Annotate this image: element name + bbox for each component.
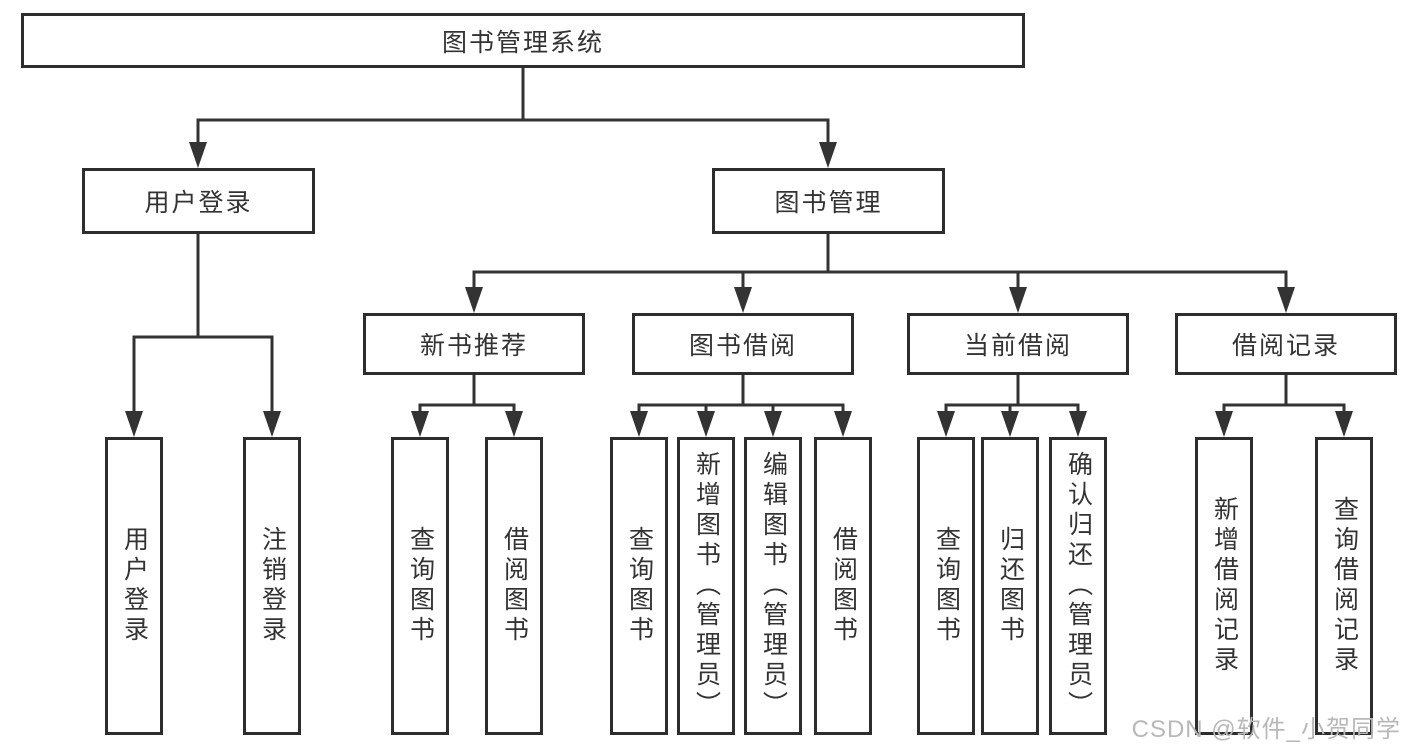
arrow-down-icon bbox=[819, 142, 837, 168]
arrow-down-icon bbox=[734, 287, 752, 313]
leaf-add-borrow-record: 新增借阅记录 bbox=[1195, 437, 1253, 735]
node-user-login: 用户登录 bbox=[82, 168, 315, 234]
node-new-book-recommend: 新书推荐 bbox=[363, 313, 585, 375]
arrowheads bbox=[125, 142, 1353, 437]
node-label: 新增图书（管理员） bbox=[692, 451, 721, 721]
node-label: 借阅图书 bbox=[500, 526, 529, 646]
leaf-return-book: 归还图书 bbox=[981, 437, 1039, 735]
arrow-down-icon bbox=[937, 411, 955, 437]
node-label: 图书管理系统 bbox=[441, 28, 604, 57]
arrow-down-icon bbox=[630, 411, 648, 437]
arrow-down-icon bbox=[1335, 411, 1353, 437]
watermark: CSDN @软件_小贺同学 bbox=[1131, 716, 1401, 743]
node-label: 借阅记录 bbox=[1231, 332, 1340, 360]
leaf-query-book: 查询图书 bbox=[391, 437, 449, 735]
node-label: 查询借阅记录 bbox=[1330, 496, 1359, 676]
arrow-down-icon bbox=[764, 411, 782, 437]
node-current-borrow: 当前借阅 bbox=[907, 313, 1129, 375]
node-root: 图书管理系统 bbox=[21, 13, 1025, 68]
leaf-edit-book-admin: 编辑图书（管理员） bbox=[744, 437, 802, 735]
arrow-down-icon bbox=[1277, 287, 1295, 313]
node-label: 当前借阅 bbox=[963, 332, 1072, 360]
arrow-down-icon bbox=[1009, 287, 1027, 313]
node-label: 借阅图书 bbox=[829, 526, 858, 646]
leaf-borrow-book: 借阅图书 bbox=[485, 437, 543, 735]
node-book-borrow: 图书借阅 bbox=[632, 313, 854, 375]
node-book-mgmt: 图书管理 bbox=[712, 168, 945, 234]
leaf-query-book: 查询图书 bbox=[917, 437, 975, 735]
node-label: 图书借阅 bbox=[688, 332, 797, 360]
arrow-down-icon bbox=[1069, 411, 1087, 437]
node-label: 编辑图书（管理员） bbox=[759, 451, 788, 721]
node-label: 归还图书 bbox=[996, 526, 1025, 646]
connector-lines bbox=[132, 66, 1346, 417]
arrow-down-icon bbox=[697, 411, 715, 437]
leaf-confirm-return-admin: 确认归还（管理员） bbox=[1049, 437, 1107, 735]
arrow-down-icon bbox=[263, 411, 281, 437]
node-label: 新增借阅记录 bbox=[1210, 496, 1239, 676]
arrow-down-icon bbox=[505, 411, 523, 437]
node-label: 查询图书 bbox=[406, 526, 435, 646]
node-label: 查询图书 bbox=[625, 526, 654, 646]
node-label: 用户登录 bbox=[120, 526, 149, 646]
node-label: 查询图书 bbox=[932, 526, 961, 646]
node-label: 注销登录 bbox=[258, 526, 287, 646]
arrow-down-icon bbox=[834, 411, 852, 437]
arrow-down-icon bbox=[189, 142, 207, 168]
leaf-add-book-admin: 新增图书（管理员） bbox=[677, 437, 735, 735]
leaf-borrow-book: 借阅图书 bbox=[814, 437, 872, 735]
arrow-down-icon bbox=[125, 411, 143, 437]
leaf-logout-login: 注销登录 bbox=[243, 437, 301, 735]
arrow-down-icon bbox=[1215, 411, 1233, 437]
arrow-down-icon bbox=[1001, 411, 1019, 437]
node-label: 用户登录 bbox=[144, 189, 253, 217]
node-label: 确认归还（管理员） bbox=[1064, 451, 1093, 721]
arrow-down-icon bbox=[411, 411, 429, 437]
node-label: 图书管理 bbox=[774, 189, 883, 217]
node-label: 新书推荐 bbox=[419, 332, 528, 360]
leaf-user-login: 用户登录 bbox=[105, 437, 163, 735]
leaf-query-borrow-record: 查询借阅记录 bbox=[1315, 437, 1373, 735]
arrow-down-icon bbox=[465, 287, 483, 313]
leaf-query-book: 查询图书 bbox=[610, 437, 668, 735]
node-borrow-records: 借阅记录 bbox=[1175, 313, 1397, 375]
